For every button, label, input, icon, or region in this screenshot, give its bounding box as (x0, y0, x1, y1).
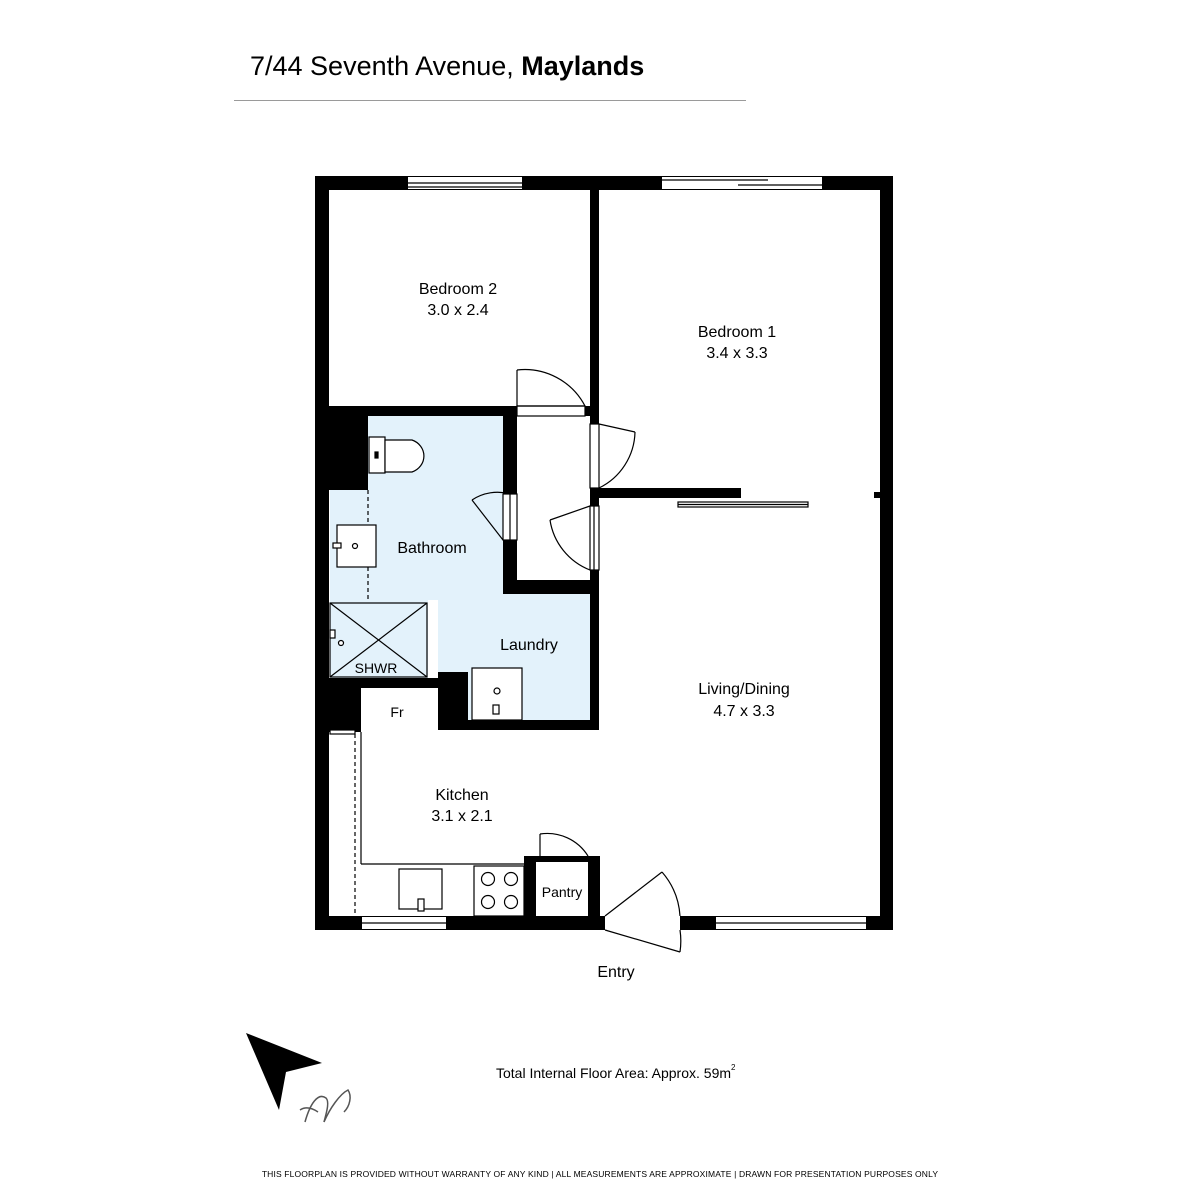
property-address: 7/44 Seventh Avenue, Maylands (250, 50, 644, 82)
shower-name: SHWR (355, 660, 398, 676)
living-name: Living/Dining (698, 681, 790, 698)
laundry-tub (471, 667, 523, 721)
laundry-name: Laundry (500, 637, 558, 654)
cooktop-icon (473, 865, 525, 917)
sliding-wardrobe (677, 501, 809, 508)
bathroom-name: Bathroom (397, 540, 466, 557)
floor-area-text: Total Internal Floor Area: Approx. 59m (496, 1065, 732, 1081)
address-street: 7/44 Seventh Avenue, (250, 51, 514, 81)
bedroom1-dims: 3.4 x 3.3 (706, 345, 767, 362)
bathroom-vanity (332, 490, 377, 600)
total-floor-area: Total Internal Floor Area: Approx. 59m2 (496, 1063, 736, 1081)
bedroom2-dims: 3.0 x 2.4 (427, 302, 488, 319)
north-arrow-icon (246, 1033, 322, 1110)
address-suburb: Maylands (521, 51, 645, 81)
header-rule (234, 100, 746, 101)
floor-area-unit-superscript: 2 (731, 1063, 736, 1072)
disclaimer-footer: THIS FLOORPLAN IS PROVIDED WITHOUT WARRA… (261, 1169, 939, 1179)
bedroom2-name: Bedroom 2 (419, 281, 497, 298)
entry-name: Entry (597, 964, 634, 981)
living-dims: 4.7 x 3.3 (713, 703, 774, 720)
windows (362, 177, 866, 929)
fridge-name: Fr (390, 704, 404, 720)
kitchen-dims: 3.1 x 2.1 (431, 808, 492, 825)
bedroom1-name: Bedroom 1 (698, 324, 776, 341)
toilet-icon (368, 436, 425, 474)
shower (329, 602, 428, 678)
pantry-name: Pantry (542, 884, 582, 900)
wet-area-fill (330, 416, 590, 722)
interior-walls (315, 190, 880, 916)
kitchen-bench (329, 729, 524, 914)
brand-monogram-icon (299, 1089, 351, 1123)
doors (471, 368, 682, 953)
kitchen-name: Kitchen (435, 787, 488, 804)
